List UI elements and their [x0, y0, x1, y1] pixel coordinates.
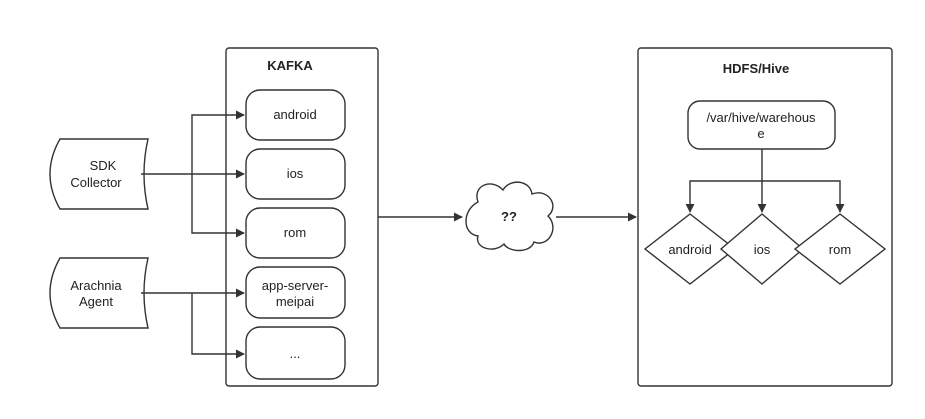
cloud-icon: [465, 181, 554, 252]
kafka-topic-more-label: ...: [290, 346, 301, 361]
warehouse-label-line1: /var/hive/warehous: [706, 110, 816, 125]
sdk-collector-node: SDK Collector: [49, 138, 149, 210]
edge-arachnia-to-more: [191, 293, 245, 359]
partition-ios-label: ios: [754, 242, 771, 257]
kafka-topic-rom: rom: [245, 207, 346, 259]
warehouse-label-line2: e: [757, 126, 764, 141]
partition-rom: rom: [793, 213, 887, 285]
kafka-container: KAFKA android ios rom app-server- meipai…: [225, 47, 379, 387]
kafka-topic-app-server-label-line1: app-server-: [262, 278, 328, 293]
kafka-topic-android-label: android: [273, 107, 316, 122]
warehouse-node: /var/hive/warehous e: [687, 100, 836, 150]
partition-rom-label: rom: [829, 242, 851, 257]
arachnia-agent-node: Arachnia Agent: [49, 257, 149, 329]
partition-android: android: [643, 213, 737, 285]
kafka-topic-ios: ios: [245, 148, 346, 200]
edge-sdk-to-rom: [191, 174, 245, 238]
kafka-topic-more: ...: [245, 326, 346, 380]
kafka-title: KAFKA: [267, 58, 313, 73]
partition-android-label: android: [668, 242, 711, 257]
kafka-topic-android: android: [245, 89, 346, 141]
arachnia-agent-label-line1: Arachnia: [70, 278, 122, 293]
arachnia-agent-label-line2: Agent: [79, 294, 113, 309]
hdfs-hive-title: HDFS/Hive: [723, 61, 789, 76]
kafka-topic-rom-label: rom: [284, 225, 306, 240]
sdk-collector-label-line1: SDK: [90, 158, 117, 173]
partition-ios: ios: [719, 213, 805, 285]
edge-sdk-to-android: [191, 110, 245, 174]
kafka-topic-ios-label: ios: [287, 166, 304, 181]
kafka-topic-app-server-label-line2: meipai: [276, 294, 314, 309]
hdfs-hive-container: HDFS/Hive /var/hive/warehous e android i…: [637, 47, 893, 387]
processor-label: ??: [501, 209, 517, 224]
edge-warehouse-to-rom: [762, 180, 845, 213]
kafka-topic-app-server-meipai: app-server- meipai: [245, 266, 346, 319]
sdk-collector-label-line2: Collector: [70, 175, 122, 190]
processor-cloud-node: ??: [465, 181, 554, 252]
edge-warehouse-to-android: [685, 180, 762, 213]
